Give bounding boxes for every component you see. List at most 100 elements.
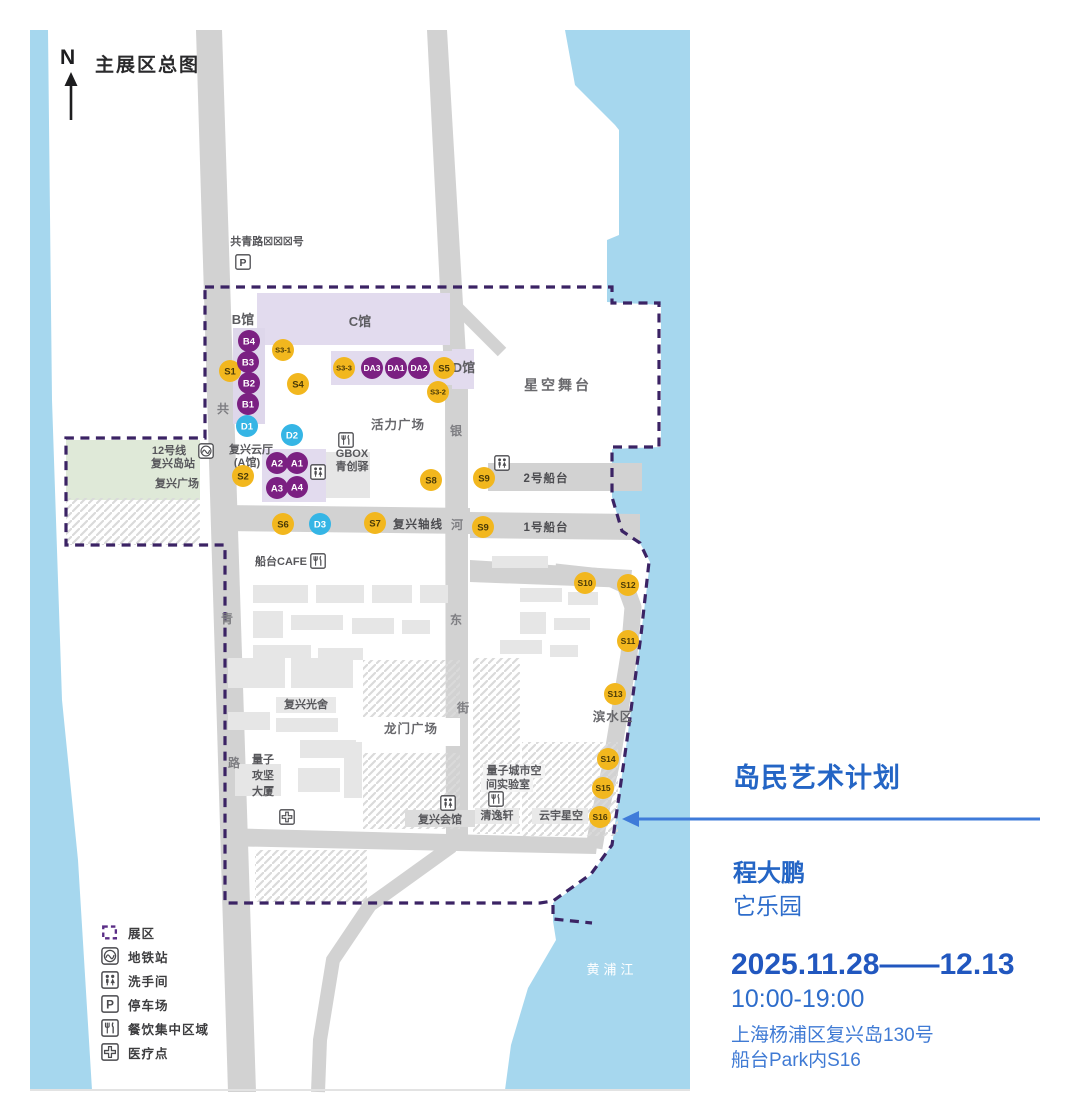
marker-S10: S10: [574, 572, 596, 594]
metro-icon: [198, 443, 214, 459]
svg-text:B4: B4: [243, 336, 256, 347]
map-label: 活力广场: [371, 417, 425, 432]
map-label: 大厦: [252, 784, 275, 798]
marker-S7: S7: [364, 512, 386, 534]
map-label: 龙门广场: [383, 721, 438, 736]
map-label: 滨水区: [593, 709, 634, 724]
project-title: 岛民艺术计划: [733, 763, 901, 793]
map-label: 12号线: [152, 443, 186, 457]
svg-text:S10: S10: [577, 578, 592, 588]
marker-B4: B4: [238, 330, 260, 352]
river-west: [30, 30, 92, 1090]
map-label: 船台CAFE: [255, 554, 307, 568]
marker-S4: S4: [287, 373, 309, 395]
svg-text:S4: S4: [292, 379, 304, 390]
road-dhall-spur: [447, 297, 507, 357]
svg-text:D1: D1: [241, 421, 254, 432]
parking-icon: [101, 995, 119, 1013]
restroom-icon: [101, 971, 119, 989]
marker-B3: B3: [237, 351, 259, 373]
map-label: 东: [450, 612, 462, 627]
time-range: 10:00-19:00: [731, 985, 865, 1013]
legend-item-exhibition-area: 展区: [101, 920, 209, 944]
map-label: 黄浦江: [586, 962, 637, 977]
map-label: 青创驿: [336, 459, 370, 473]
river-east-huangpu: [505, 30, 690, 1090]
svg-text:D2: D2: [286, 430, 298, 441]
exhibition-boundary: [64, 285, 661, 925]
legend-item-metro: 地铁站: [101, 944, 209, 968]
map-label: 2号船台: [524, 471, 569, 485]
marker-DA2: DA2: [408, 357, 430, 379]
marker-S5: S5: [433, 357, 455, 379]
marker-S13: S13: [604, 683, 626, 705]
hall-c: [257, 293, 450, 345]
marker-D2: D2: [281, 424, 303, 446]
dining-icon: [101, 1019, 119, 1037]
svg-text:S3-3: S3-3: [336, 364, 352, 373]
north-arrow: [64, 72, 78, 120]
map-label: 攻坚: [252, 768, 274, 782]
legend-label: 洗手间: [128, 974, 169, 989]
marker-S9: S9: [473, 467, 495, 489]
svg-text:A4: A4: [291, 482, 304, 493]
water-layer: [30, 30, 690, 1090]
svg-text:DA1: DA1: [387, 363, 404, 373]
legend-item-parking: 停车场: [101, 992, 209, 1016]
marker-S16: S16: [589, 806, 611, 828]
marker-A2: A2: [266, 452, 288, 474]
svg-text:DA3: DA3: [363, 363, 380, 373]
svg-text:S2: S2: [237, 471, 249, 482]
dining-icon: [338, 432, 354, 448]
map-label: 路: [228, 755, 241, 770]
svg-text:B3: B3: [242, 357, 254, 368]
artist-name: 程大鹏: [733, 860, 805, 887]
map-label: 量子城市空: [487, 763, 542, 777]
svg-text:S11: S11: [621, 636, 636, 646]
date-range: 2025.11.28——12.13: [731, 948, 1015, 981]
marker-B2: B2: [238, 372, 260, 394]
marker-D1: D1: [236, 415, 258, 437]
medical-icon: [101, 1043, 119, 1061]
road-bottom: [222, 828, 598, 854]
map-label: 共: [217, 401, 229, 416]
svg-text:S12: S12: [620, 580, 635, 590]
marker-S8: S8: [420, 469, 442, 491]
map-label: 银: [450, 423, 463, 438]
restroom-icon: [494, 455, 510, 471]
marker-D3: D3: [309, 513, 331, 535]
map-label: 复兴广场: [154, 476, 199, 490]
s16-pointer-arrow: [622, 811, 1040, 827]
dining-icon: [310, 553, 326, 569]
map-label: B馆: [232, 312, 254, 327]
svg-text:S6: S6: [277, 519, 289, 530]
marker-S3-2: S3-2: [427, 381, 449, 403]
marker-S6: S6: [272, 513, 294, 535]
svg-text:S3-1: S3-1: [275, 346, 291, 355]
map-label: 星空舞台: [524, 377, 592, 393]
parking-icon: [235, 254, 251, 270]
north-label: N: [60, 46, 76, 69]
boundary-icon: [101, 923, 119, 941]
legend-item-dining: 餐饮集中区域: [101, 1016, 209, 1040]
legend-label: 医疗点: [128, 1046, 169, 1061]
map-label: 青: [221, 611, 233, 626]
svg-text:A1: A1: [291, 458, 304, 469]
svg-text:S14: S14: [600, 754, 615, 764]
metro-icon: [101, 947, 119, 965]
svg-text:B2: B2: [243, 378, 255, 389]
map-label: 河: [450, 517, 463, 532]
map-label: 复兴岛站: [150, 456, 195, 470]
page-title: 主展区总图: [95, 55, 201, 76]
slipway-1-strip: [470, 512, 640, 540]
svg-text:D3: D3: [314, 519, 326, 530]
legend-item-restroom: 洗手间: [101, 968, 209, 992]
restroom-icon: [310, 464, 326, 480]
marker-B1: B1: [237, 393, 259, 415]
map-label: 间实验室: [486, 777, 530, 791]
marker-A3: A3: [266, 477, 288, 499]
